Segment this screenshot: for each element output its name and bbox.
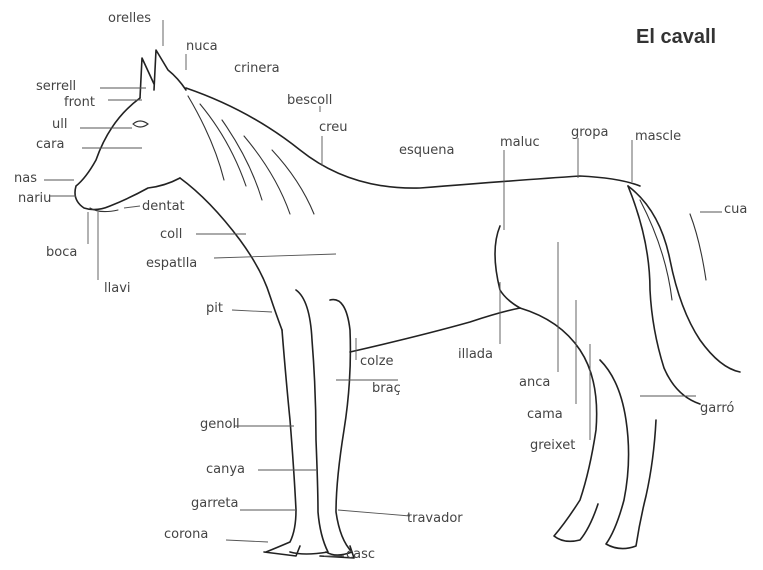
label-genoll: genoll — [200, 418, 240, 431]
label-front: front — [64, 96, 95, 109]
label-nuca: nuca — [186, 40, 218, 53]
label-nariu: nariu — [18, 192, 51, 205]
label-cara: cara — [36, 138, 64, 151]
label-cama: cama — [527, 408, 563, 421]
label-greixet: greixet — [530, 439, 575, 452]
label-serrell: serrell — [36, 80, 76, 93]
page-title: El cavall — [636, 26, 716, 49]
label-casc: casc — [346, 548, 375, 561]
label-anca: anca — [519, 376, 550, 389]
label-maluc: maluc — [500, 136, 540, 149]
label-garreta: garreta — [191, 497, 238, 510]
label-garro: garró — [700, 402, 734, 415]
horse-outline — [75, 50, 740, 558]
label-orelles: orelles — [108, 12, 151, 25]
label-gropa: gropa — [571, 126, 608, 139]
label-mascle: mascle — [635, 130, 681, 143]
label-colze: colze — [360, 355, 394, 368]
label-cua: cua — [724, 203, 747, 216]
label-espatlla: espatlla — [146, 257, 197, 270]
label-corona: corona — [164, 528, 208, 541]
leader-lines — [44, 20, 722, 556]
label-boca: boca — [46, 246, 77, 259]
label-ull: ull — [52, 118, 67, 131]
label-travador: travador — [407, 512, 463, 525]
label-dentat: dentat — [142, 200, 185, 213]
label-creu: creu — [319, 121, 347, 134]
label-illada: illada — [458, 348, 493, 361]
label-bescoll: bescoll — [287, 94, 332, 107]
label-nas: nas — [14, 172, 37, 185]
label-pit: pit — [206, 302, 223, 315]
label-crinera: crinera — [234, 62, 280, 75]
label-brac: braç — [372, 382, 401, 395]
label-canya: canya — [206, 463, 245, 476]
label-esquena: esquena — [399, 144, 454, 157]
label-coll: coll — [160, 228, 182, 241]
label-llavi: llavi — [104, 282, 131, 295]
